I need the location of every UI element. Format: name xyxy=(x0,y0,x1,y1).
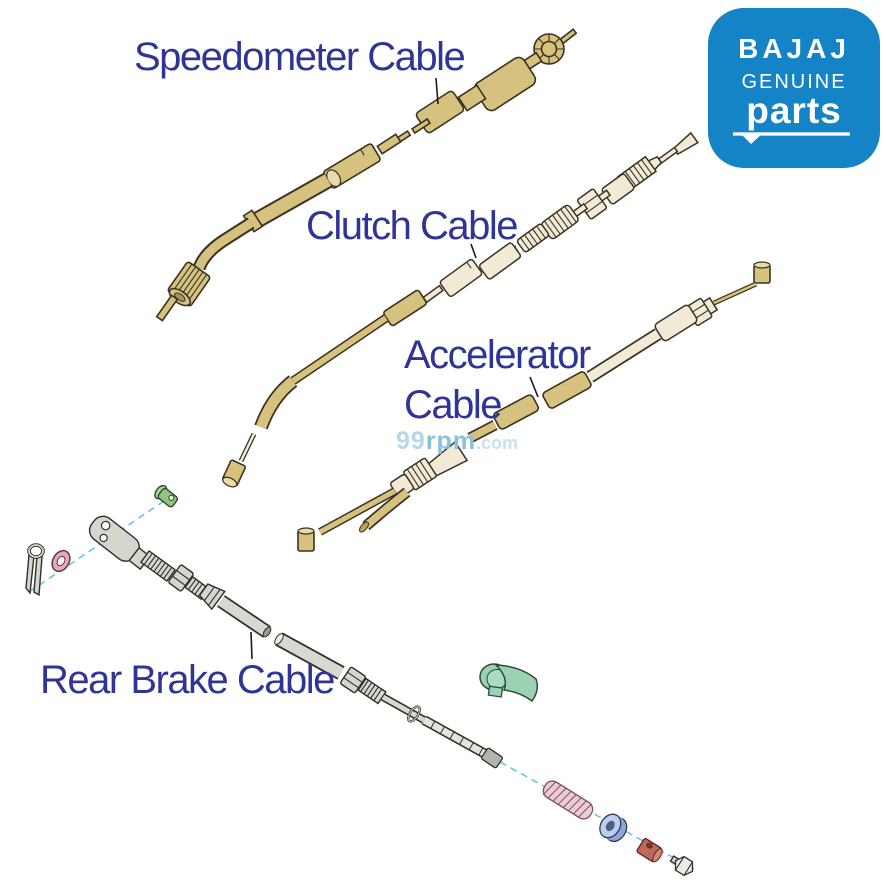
clutch-cable-drawing xyxy=(221,131,699,488)
accel-knurled-ring xyxy=(403,457,437,491)
brake-cable-end-cap xyxy=(481,747,503,769)
accelerator-label-line2: Cable xyxy=(404,383,503,427)
accel-white-sleeve xyxy=(654,304,698,342)
brake-mid-hex xyxy=(340,666,366,694)
rubber-boot-green xyxy=(479,663,539,703)
assembly-guide-line-bottom xyxy=(499,761,695,870)
brake-hex-nut xyxy=(168,564,194,592)
speedometer-pointer-line xyxy=(435,77,439,105)
clutch-spade-tip xyxy=(672,131,699,156)
rear-brake-cable-drawing xyxy=(25,484,695,877)
clutch-sleeve-2 xyxy=(439,258,483,298)
brake-adjuster-coil xyxy=(139,549,177,583)
brake-flare-adjuster xyxy=(198,583,226,611)
speedometer-cable-drawing xyxy=(155,28,578,322)
speedo-square-tip xyxy=(155,294,179,322)
accelerator-cable-drawing xyxy=(297,261,771,552)
return-spring-pink xyxy=(542,780,594,820)
clutch-cable-label: Clutch Cable xyxy=(306,204,519,248)
speedo-neck xyxy=(457,84,487,112)
barrel-nut-red xyxy=(636,838,663,863)
clutch-barrel-nipple xyxy=(221,459,247,488)
brake-coil xyxy=(357,677,387,705)
bushing-washer-blue xyxy=(599,813,628,843)
bajaj-genuine-parts-logo: BAJAJ GENUINE parts xyxy=(708,8,880,168)
accel-barrel-nipple xyxy=(753,261,771,284)
accelerator-label-line1: Accelerator xyxy=(404,333,591,377)
logo-down-arrow-icon xyxy=(740,133,763,144)
accel-tan-sleeve-1 xyxy=(542,371,592,409)
watermark: 99rpm.com xyxy=(396,427,518,456)
accelerator-cable-label: Accelerator Cable xyxy=(404,330,591,430)
watermark-prefix: 99 xyxy=(396,427,426,455)
speedo-sleeve xyxy=(323,143,381,189)
accelerator-pointer-line xyxy=(529,376,539,398)
speedo-knurled-connector xyxy=(167,261,211,307)
logo-brand-text: BAJAJ xyxy=(738,33,850,64)
rear-brake-cable-label: Rear Brake Cable xyxy=(40,658,335,702)
clutch-tan-sleeve xyxy=(383,289,427,327)
watermark-suffix: .com xyxy=(476,433,519,453)
clevis-pin-green xyxy=(154,484,179,508)
speedometer-cable-label: Speedometer Cable xyxy=(134,35,466,79)
brake-ring xyxy=(407,705,421,723)
logo-genuine-text: GENUINE xyxy=(741,71,847,93)
accel-end-cap xyxy=(297,527,315,552)
washer-pink xyxy=(51,549,71,573)
watermark-brand: rpm xyxy=(425,427,477,455)
accel-tan-sleeve-2 xyxy=(492,394,540,430)
speedo-knurled-nut xyxy=(533,33,565,65)
label-pointer-lines xyxy=(250,77,539,660)
logo-parts-text: parts xyxy=(746,90,842,131)
assembly-guide-line-top xyxy=(28,498,168,593)
speedo-rod xyxy=(376,133,402,155)
clutch-pointer-line xyxy=(470,243,477,259)
clevis xyxy=(88,515,152,571)
hex-bolt xyxy=(669,855,694,877)
rear-brake-pointer-line xyxy=(250,631,253,660)
logo-underline-arrow xyxy=(733,132,850,144)
cotter-pin xyxy=(25,543,45,597)
clutch-sleeve-1 xyxy=(478,242,522,280)
